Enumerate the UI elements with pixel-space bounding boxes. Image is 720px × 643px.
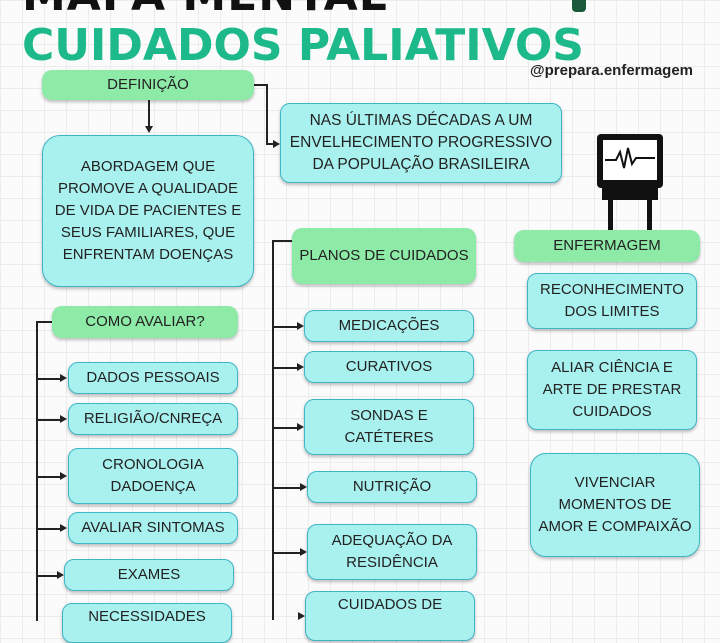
enfermagem-item: ALIAR CIÊNCIA E ARTE DE PRESTAR CUIDADOS <box>527 350 697 430</box>
enfermagem-item: VIVENCIAR MOMENTOS DE AMOR E COMPAIXÃO <box>530 453 700 557</box>
top-title: MAPA MENTAL <box>22 0 388 21</box>
planos-item: NUTRIÇÃO <box>307 471 477 503</box>
avaliar-item: DADOS PESSOAIS <box>68 362 238 394</box>
author-handle: @prepara.enfermagem <box>530 62 694 79</box>
connector <box>266 84 268 144</box>
enfermagem-item: RECONHECIMENTO DOS LIMITES <box>527 273 697 329</box>
definicao-label: DEFINIÇÃO <box>42 70 254 100</box>
avaliar-item: CRONOLOGIA DADOENÇA <box>68 448 238 504</box>
avaliar-item: AVALIAR SINTOMAS <box>68 512 238 544</box>
arrow-icon <box>273 140 280 148</box>
arrow-icon <box>297 423 304 431</box>
avaliar-item: NECESSIDADES <box>62 603 232 643</box>
arrow-icon <box>298 612 305 620</box>
avaliar-item: RELIGIÃO/CNREÇA <box>68 403 238 435</box>
connector <box>254 84 266 86</box>
page-title: CUIDADOS PALIATIVOS <box>22 20 584 71</box>
arrow-icon <box>60 415 67 423</box>
connector <box>266 143 274 145</box>
connector <box>272 326 298 328</box>
connector <box>36 575 58 577</box>
arrow-icon <box>57 571 64 579</box>
planos-item: SONDAS E CATÉTERES <box>304 399 474 455</box>
connector <box>36 321 52 323</box>
connector <box>272 367 298 369</box>
logo-icon <box>572 0 586 12</box>
arrow-icon <box>297 363 304 371</box>
arrow-icon <box>300 483 307 491</box>
arrow-icon <box>297 322 304 330</box>
planos-item: MEDICAÇÕES <box>304 310 474 342</box>
enfermagem-label: ENFERMAGEM <box>514 230 700 262</box>
connector <box>36 321 38 621</box>
planos-item: CURATIVOS <box>304 351 474 383</box>
arrow-icon <box>145 126 153 133</box>
connector <box>36 419 62 421</box>
connector <box>272 427 298 429</box>
connector <box>272 240 274 620</box>
monitor-icon <box>597 134 663 232</box>
planos-item: ADEQUAÇÃO DA RESIDÊNCIA <box>307 524 477 580</box>
connector <box>36 476 62 478</box>
avaliar-label: COMO AVALIAR? <box>52 306 238 338</box>
connector <box>272 487 301 489</box>
arrow-icon <box>60 374 67 382</box>
planos-item: CUIDADOS DE <box>305 591 475 641</box>
connector <box>272 552 301 554</box>
arrow-icon <box>60 472 67 480</box>
arrow-icon <box>300 548 307 556</box>
definicao-text: ABORDAGEM QUE PROMOVE A QUALIDADE DE VID… <box>42 135 254 287</box>
connector <box>36 528 62 530</box>
arrow-icon <box>60 524 67 532</box>
connector <box>36 378 62 380</box>
avaliar-item: EXAMES <box>64 559 234 591</box>
planos-label: PLANOS DE CUIDADOS <box>292 228 476 284</box>
connector <box>272 240 292 242</box>
connector <box>148 100 150 128</box>
definicao-context: NAS ÚLTIMAS DÉCADAS A UM ENVELHECIMENTO … <box>280 103 562 183</box>
